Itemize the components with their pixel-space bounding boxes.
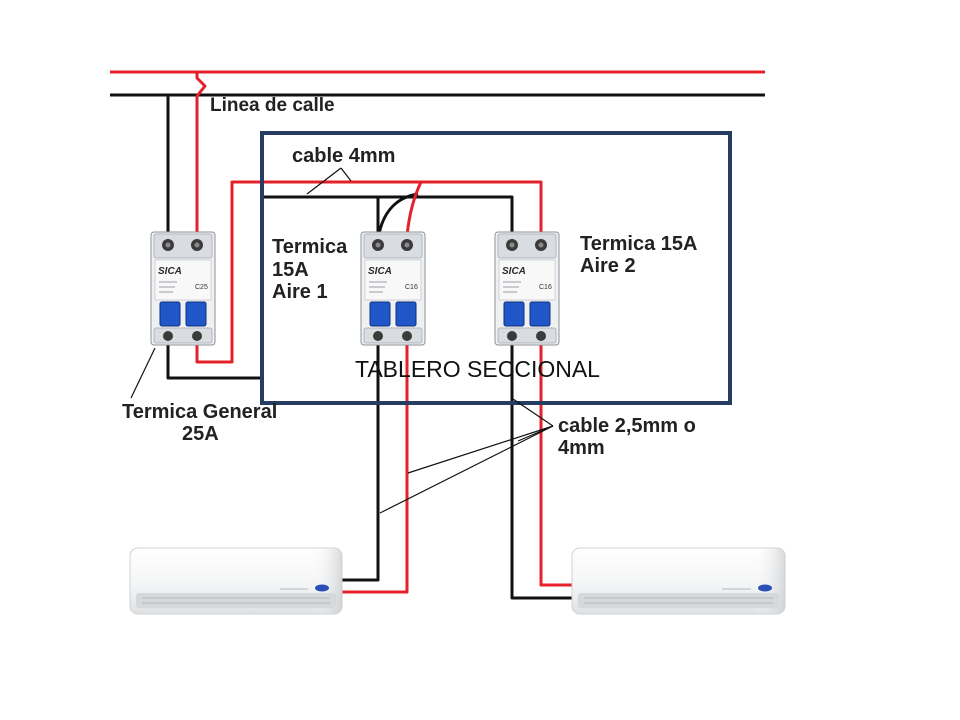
main-breaker: SICA C25 <box>150 231 216 346</box>
breaker-bottom-terminals <box>153 327 213 344</box>
breaker-bottom-terminals <box>497 327 557 344</box>
branch-cable-label: cable 2,5mm o 4mm <box>558 415 696 459</box>
main-breaker-label: Termica General 25A <box>122 401 277 445</box>
breaker-aire-2: SICA C16 <box>494 231 560 346</box>
label-line: 4mm <box>558 437 605 459</box>
terminal-screw-icon <box>192 331 202 341</box>
ac2-neutral-wire <box>510 343 574 600</box>
main-cable-label: cable 4mm <box>292 145 395 167</box>
ac-unit-vent <box>578 593 779 608</box>
terminal-screw-icon <box>509 242 515 248</box>
breaker-brand-logo: SICA <box>158 266 182 277</box>
ac-brand-logo-icon <box>315 584 329 592</box>
breaker1-live-jumper-wire <box>405 181 423 237</box>
label-line: Termica <box>272 236 348 258</box>
terminal-screw-icon <box>507 331 517 341</box>
ac-unit-1 <box>129 547 343 615</box>
main-feed-live-wire <box>195 72 207 236</box>
label-line: Termica 15A <box>580 233 697 255</box>
breaker-face <box>154 259 212 301</box>
ac1-live-wire <box>340 343 409 594</box>
breaker-bottom-terminals <box>363 327 423 344</box>
pointer-lines <box>130 167 554 514</box>
breaker-aire-1-label: Termica 15A Aire 1 <box>272 236 348 303</box>
breaker-rating: C16 <box>539 284 552 291</box>
cable-4mm-pointer <box>306 167 342 195</box>
label-line: Termica General <box>122 401 277 423</box>
branch-cable-pointer <box>379 425 554 514</box>
label-line: Aire 1 <box>272 281 328 303</box>
breaker-face <box>498 259 556 301</box>
ac1-neutral-wire <box>340 343 380 582</box>
terminal-screw-icon <box>165 242 171 248</box>
breaker-brand-logo: SICA <box>368 266 392 277</box>
breaker-lever <box>185 301 207 327</box>
panel-feed-neutral-wire <box>166 343 262 380</box>
cable-4mm-pointer <box>340 167 352 182</box>
terminal-screw-icon <box>375 242 381 248</box>
label-line: Aire 2 <box>580 255 636 277</box>
street-line-label: Linea de calle <box>210 95 335 116</box>
terminal-screw-icon <box>402 331 412 341</box>
main-breaker-pointer <box>130 347 156 399</box>
terminal-screw-icon <box>163 331 173 341</box>
ac-brand-logo-icon <box>758 584 772 592</box>
terminal-screw-icon <box>373 331 383 341</box>
ac-unit-2 <box>571 547 786 615</box>
breaker-lever <box>529 301 551 327</box>
label-line: 25A <box>182 423 219 445</box>
ac2-live-wire <box>539 343 574 587</box>
breaker-lever <box>503 301 525 327</box>
terminal-screw-icon <box>404 242 410 248</box>
panel-title: TABLERO SECCIONAL <box>355 356 600 382</box>
street-supply <box>110 70 765 97</box>
breaker-aire-1: SICA C16 <box>360 231 426 346</box>
breaker-aire-2-label: Termica 15A Aire 2 <box>580 233 697 277</box>
panel-feed-live-wire <box>195 180 543 364</box>
breaker-lever <box>395 301 417 327</box>
terminal-screw-icon <box>194 242 200 248</box>
panel-neutral-bus-wire <box>262 195 514 236</box>
breaker-face <box>364 259 422 301</box>
breaker-brand-logo: SICA <box>502 266 526 277</box>
terminal-screw-icon <box>538 242 544 248</box>
branch-cable-pointer <box>512 398 554 427</box>
terminal-screw-icon <box>536 331 546 341</box>
ac-unit-vent <box>136 593 336 608</box>
branch-cable-pointer <box>407 425 554 474</box>
breaker-lever <box>369 301 391 327</box>
breaker-rating: C25 <box>195 284 208 291</box>
breaker-rating: C16 <box>405 284 418 291</box>
sub-panel-box <box>260 131 732 405</box>
label-line: 15A <box>272 259 309 281</box>
breaker-lever <box>159 301 181 327</box>
breaker1-neutral-jumper-wire <box>377 192 419 235</box>
label-line: cable 2,5mm o <box>558 415 696 437</box>
